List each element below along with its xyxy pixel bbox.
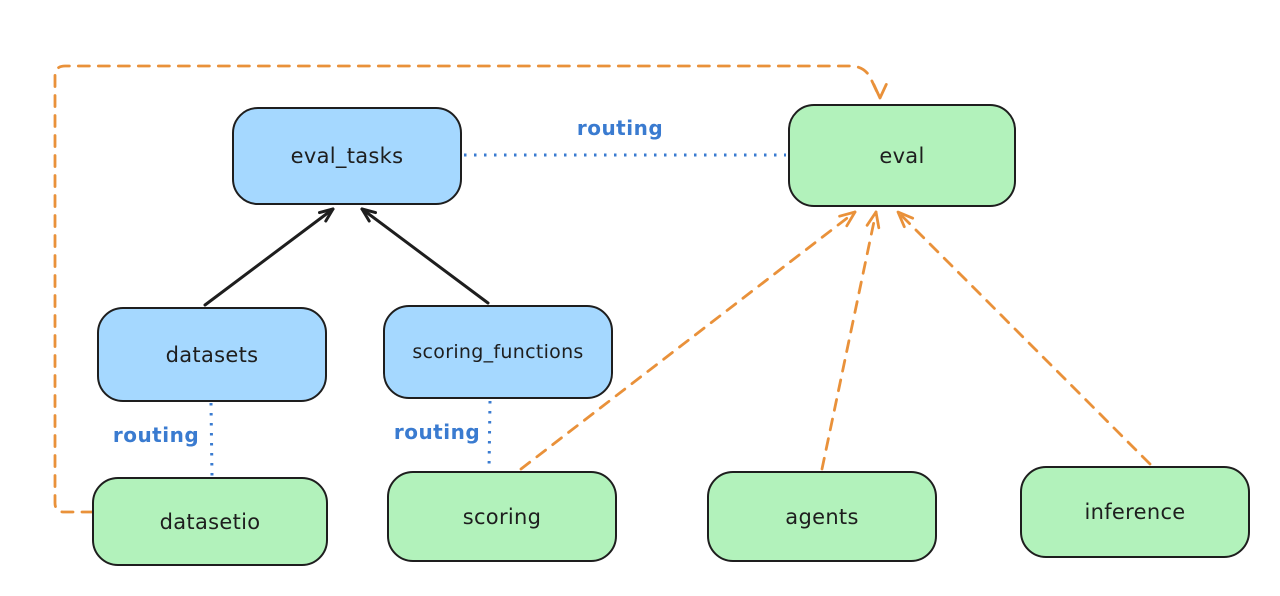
edge-inference-to-eval [896, 210, 1152, 466]
node-datasets-label: datasets [165, 342, 259, 367]
node-datasets: datasets [97, 307, 327, 402]
routing-label-eval: routing [576, 116, 664, 140]
node-inference-label: inference [1084, 500, 1186, 524]
node-scoring-label: scoring [462, 504, 542, 529]
edge-scoring-functions-to-eval-tasks [360, 207, 490, 305]
node-agents-label: agents [785, 504, 859, 529]
node-eval-tasks-label: eval_tasks [290, 144, 404, 168]
node-datasetio-label: datasetio [159, 509, 261, 534]
node-agents: agents [707, 471, 937, 562]
edge-datasets-to-eval-tasks [203, 207, 335, 307]
edge-agents-to-eval [820, 210, 881, 471]
node-inference: inference [1020, 466, 1250, 558]
node-scoring: scoring [387, 471, 617, 562]
routing-label-scoring: routing [393, 420, 481, 444]
node-eval-tasks: eval_tasks [232, 107, 462, 205]
node-datasetio: datasetio [92, 477, 328, 566]
routing-label-datasetio: routing [112, 423, 200, 447]
node-eval: eval [788, 104, 1016, 207]
node-scoring-functions-label: scoring_functions [412, 341, 584, 363]
node-eval-label: eval [879, 143, 925, 168]
edge-datasets-to-datasetio-routing [209, 402, 214, 477]
node-scoring-functions: scoring_functions [383, 305, 613, 399]
